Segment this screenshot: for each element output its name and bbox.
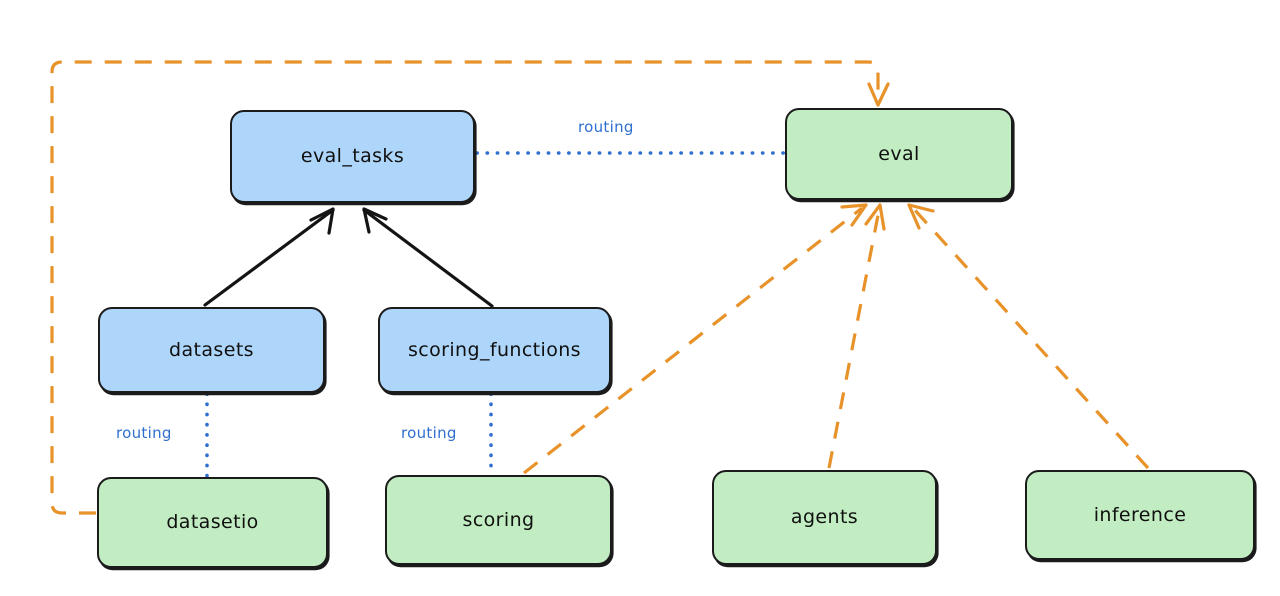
node-eval-tasks-label: eval_tasks xyxy=(300,145,405,167)
node-scoring-label: scoring xyxy=(462,508,535,531)
node-scoring-functions-label: scoring_functions xyxy=(408,338,581,361)
edge-label-routing-eval-tasks-eval: routing xyxy=(578,118,634,136)
edge-agents-to-eval-dependency xyxy=(827,203,886,469)
edge-label-routing-datasets-datasetio: routing xyxy=(116,424,172,442)
node-scoring[interactable]: scoring xyxy=(385,475,612,565)
node-inference[interactable]: inference xyxy=(1025,470,1255,560)
edge-datasets-to-eval-tasks xyxy=(203,207,335,307)
node-datasets[interactable]: datasets xyxy=(98,307,325,393)
node-datasetio[interactable]: datasetio xyxy=(97,477,328,568)
node-agents-label: agents xyxy=(790,506,859,528)
edge-inference-to-eval-dependency xyxy=(907,203,1150,470)
node-eval-label: eval xyxy=(878,142,920,165)
node-agents[interactable]: agents xyxy=(712,470,937,565)
node-inference-label: inference xyxy=(1093,503,1187,526)
edge-label-routing-scoring-functions-scoring: routing xyxy=(401,424,457,442)
node-eval-tasks[interactable]: eval_tasks xyxy=(230,110,475,203)
node-datasets-label: datasets xyxy=(169,338,254,361)
node-eval[interactable]: eval xyxy=(785,108,1013,200)
node-scoring-functions[interactable]: scoring_functions xyxy=(378,307,611,393)
edge-scoring-functions-to-eval-tasks xyxy=(362,207,494,308)
node-datasetio-label: datasetio xyxy=(166,511,259,533)
